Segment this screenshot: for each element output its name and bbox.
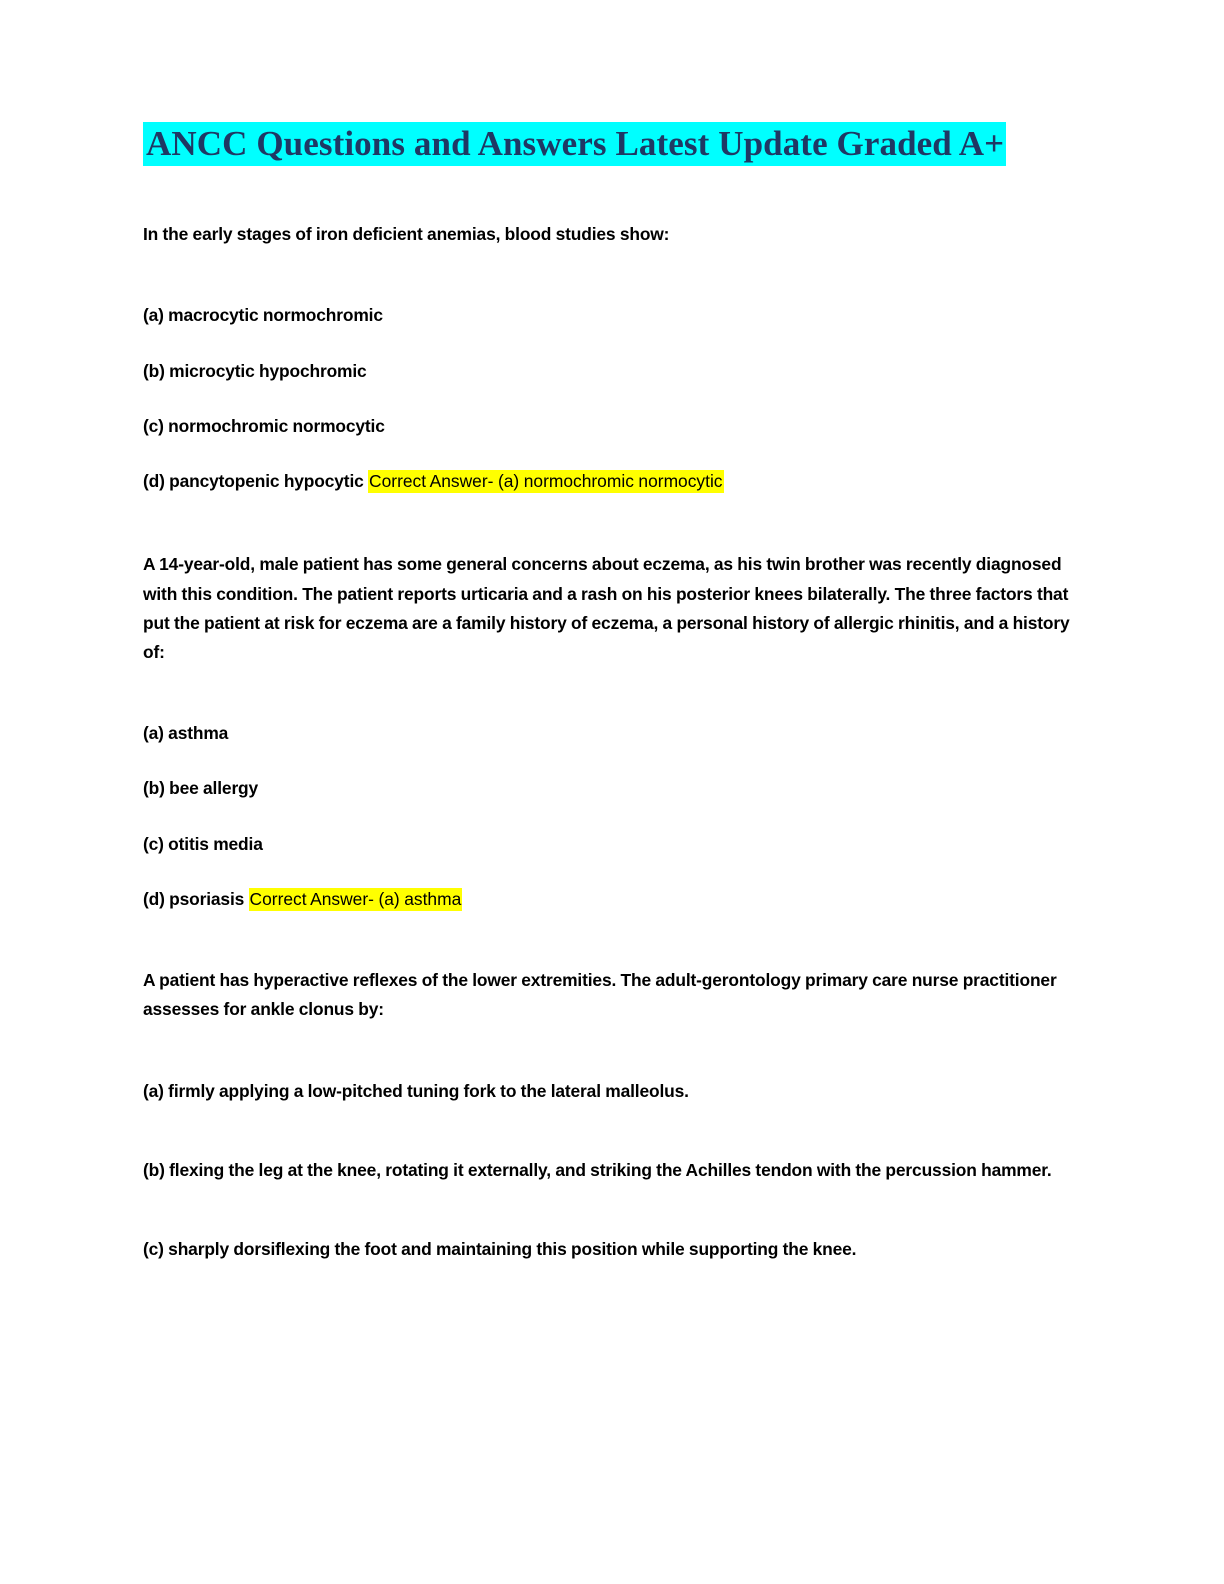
question-3-stem: A patient has hyperactive reflexes of th… [143,970,1057,1020]
spacer [143,804,1083,830]
question-1-option-c[interactable]: (c) normochromic normocytic [143,415,385,436]
spacer [143,748,1083,774]
spacer [143,914,1083,966]
spacer [143,496,1083,550]
question-3-option-b[interactable]: (b) flexing the leg at the knee, rotatin… [143,1159,1052,1180]
question-3-option-a[interactable]: (a) firmly applying a low-pitched tuning… [143,1080,689,1101]
question-1-option-d-label: (d) pancytopenic hypocytic [143,471,364,492]
question-1-stem: In the early stages of iron deficient an… [143,224,670,245]
question-2-option-d[interactable]: (d) psoriasis Correct Answer- (a) asthma [143,885,1083,914]
spacer [143,166,1083,220]
question-1-option-a[interactable]: (a) macrocytic normochromic [143,305,383,326]
spacer [143,1025,1083,1077]
page-title: ANCC Questions and Answers Latest Update… [143,122,1083,166]
spacer [143,667,1083,719]
spacer [143,441,1083,467]
question-2-option-c[interactable]: (c) otitis media [143,833,263,854]
question-1-answer: Correct Answer- (a) normochromic normocy… [368,470,724,494]
spacer [143,1185,1083,1235]
question-2-option-a[interactable]: (a) asthma [143,723,229,744]
question-1-option-d[interactable]: (d) pancytopenic hypocytic Correct Answe… [143,467,1083,496]
spacer [143,386,1083,412]
spacer [143,859,1083,885]
spacer [143,1106,1083,1156]
question-2-option-b[interactable]: (b) bee allergy [143,778,259,799]
document-content: ANCC Questions and Answers Latest Update… [143,122,1083,1264]
question-2-option-d-label: (d) psoriasis [143,888,245,909]
spacer [143,249,1083,301]
page-title-text: ANCC Questions and Answers Latest Update… [143,122,1007,166]
question-2-answer: Correct Answer- (a) asthma [248,887,463,911]
question-1-option-b[interactable]: (b) microcytic hypochromic [143,360,367,381]
question-3-option-c[interactable]: (c) sharply dorsiflexing the foot and ma… [143,1239,857,1260]
spacer [143,331,1083,357]
question-2-stem: A 14-year-old, male patient has some gen… [143,554,1070,662]
